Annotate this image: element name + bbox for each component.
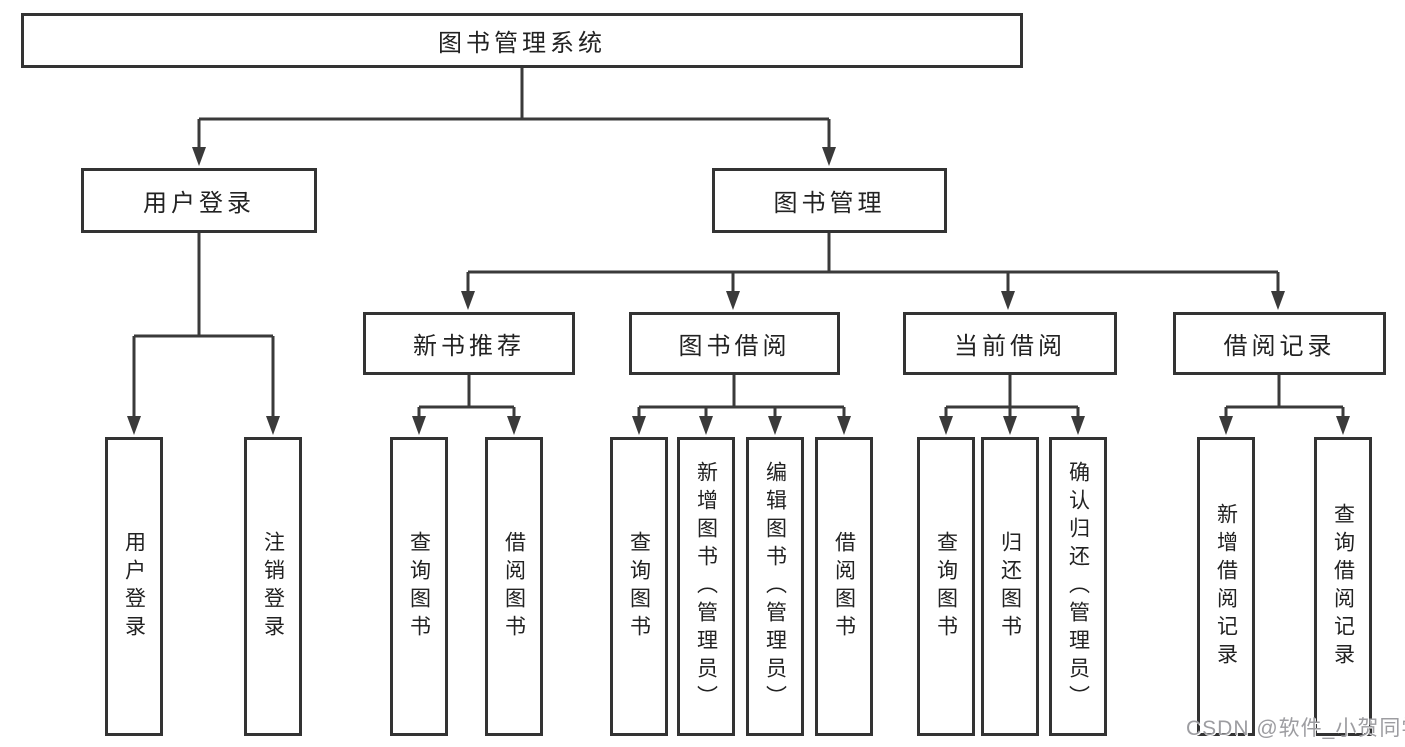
leaf-query-books-borrow: 查询图书 [610,437,668,736]
leaf-logout: 注销登录 [244,437,302,736]
leaf-label: 新增借阅记录 [1214,502,1238,671]
leaf-borrow-books: 借阅图书 [815,437,873,736]
node-new-book-recommendation: 新书推荐 [363,312,575,375]
leaf-label: 借阅图书 [832,530,856,643]
leaf-label: 确认归还（管理员） [1066,460,1090,713]
node-current-borrowing: 当前借阅 [903,312,1117,375]
leaf-label: 查询图书 [934,530,958,643]
leaf-borrow-books-recommend: 借阅图书 [485,437,543,736]
node-borrowing-records: 借阅记录 [1173,312,1386,375]
leaf-label: 查询图书 [407,530,431,643]
leaf-label: 查询图书 [627,530,651,643]
leaf-confirm-return-admin: 确认归还（管理员） [1049,437,1107,736]
node-book-management: 图书管理 [712,168,947,233]
node-library-management-system: 图书管理系统 [21,13,1023,68]
leaf-query-borrow-record: 查询借阅记录 [1314,437,1372,736]
leaf-label: 新增图书（管理员） [694,460,718,713]
leaf-label: 注销登录 [261,530,285,643]
node-book-borrowing: 图书借阅 [629,312,840,375]
leaf-add-borrow-record: 新增借阅记录 [1197,437,1255,736]
leaf-edit-books-admin: 编辑图书（管理员） [746,437,804,736]
leaf-label: 编辑图书（管理员） [763,460,787,713]
leaf-return-books: 归还图书 [981,437,1039,736]
leaf-query-books-recommend: 查询图书 [390,437,448,736]
node-user-login: 用户登录 [81,168,317,233]
csdn-watermark: CSDN @软件_小贺同学 [1186,717,1405,740]
leaf-label: 用户登录 [122,530,146,643]
leaf-label: 归还图书 [998,530,1022,643]
leaf-query-books-current: 查询图书 [917,437,975,736]
leaf-label: 查询借阅记录 [1331,502,1355,671]
leaf-user-login: 用户登录 [105,437,163,736]
leaf-add-books-admin: 新增图书（管理员） [677,437,735,736]
leaf-label: 借阅图书 [502,530,526,643]
